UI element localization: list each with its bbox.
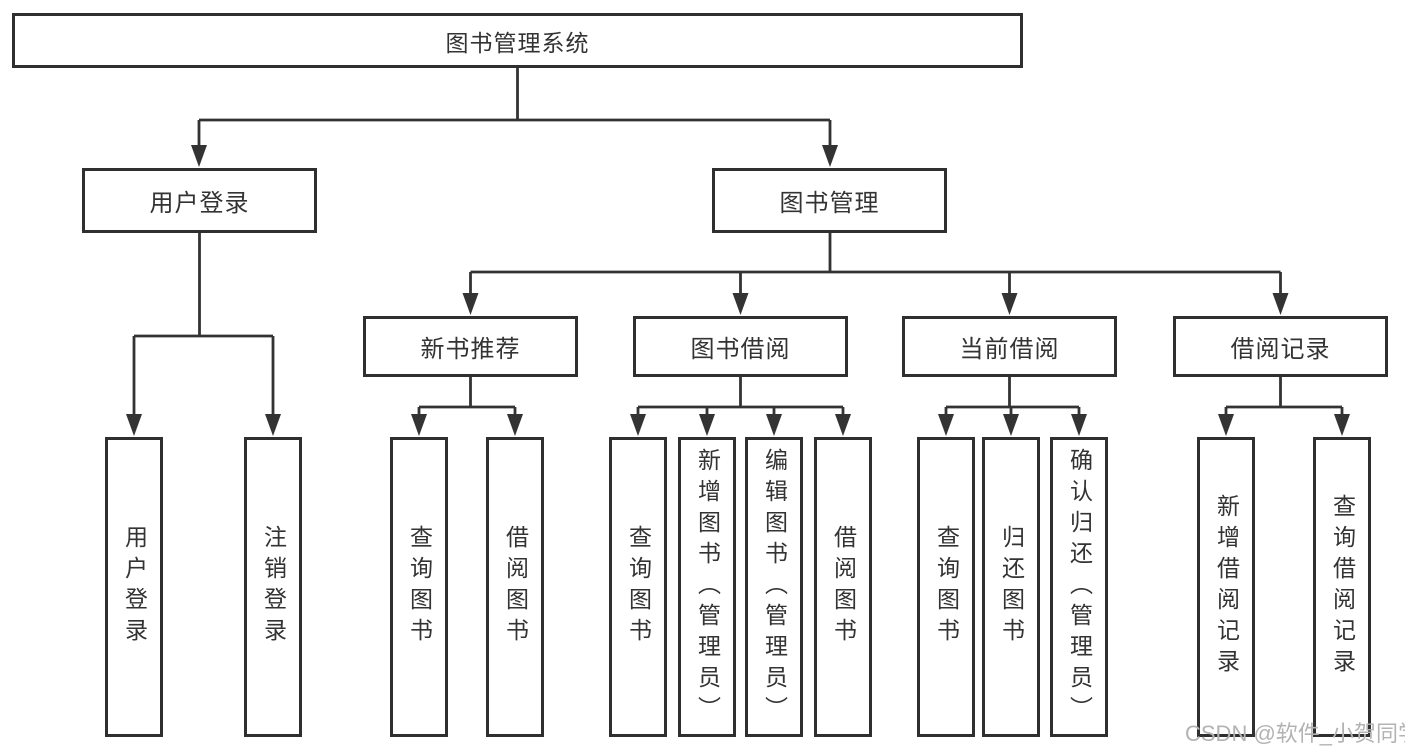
leaf-query-books-current: 查询图书 bbox=[917, 437, 975, 737]
leaf-borrow-books: 借阅图书 bbox=[814, 437, 872, 737]
leaf-query-borrow-record: 查询借阅记录 bbox=[1313, 437, 1371, 737]
leaf-borrow-books-recommend: 借阅图书 bbox=[486, 437, 544, 737]
arrow-head bbox=[1001, 293, 1018, 315]
node-user-login-label: 用户登录 bbox=[149, 190, 250, 217]
node-current-borrow: 当前借阅 bbox=[902, 316, 1117, 377]
connector-line bbox=[944, 377, 1081, 417]
arrow-head bbox=[1334, 414, 1350, 436]
arrow-head bbox=[1218, 414, 1234, 436]
node-book-borrow: 图书借阅 bbox=[633, 316, 848, 377]
leaf-add-borrow-record: 新增借阅记录 bbox=[1197, 437, 1255, 737]
node-user-login: 用户登录 bbox=[82, 168, 317, 233]
fork-root-to-level2 bbox=[191, 68, 838, 167]
arrow-head bbox=[126, 414, 142, 436]
arrow-head bbox=[732, 293, 749, 315]
connector-line bbox=[132, 233, 275, 417]
leaf-return-book-label: 归还图书 bbox=[998, 525, 1025, 649]
arrow-head bbox=[1003, 414, 1019, 436]
fork-borrow-records bbox=[1218, 377, 1350, 436]
leaf-query-books-current-label: 查询图书 bbox=[933, 525, 960, 649]
fork-book-management-to-level3 bbox=[462, 233, 1289, 315]
node-book-management-label: 图书管理 bbox=[779, 190, 880, 217]
leaf-user-login: 用户登录 bbox=[105, 437, 163, 737]
arrow-head bbox=[630, 414, 646, 436]
node-root-label: 图书管理系统 bbox=[445, 29, 590, 56]
leaf-edit-book-admin-label: 编辑图书（管理员） bbox=[761, 447, 788, 727]
leaf-add-book-admin-label: 新增图书（管理员） bbox=[694, 447, 721, 727]
connector-line bbox=[469, 233, 1282, 296]
node-book-borrow-label: 图书借阅 bbox=[690, 336, 791, 363]
node-current-borrow-label: 当前借阅 bbox=[959, 336, 1060, 363]
fork-user-login-to-leaves bbox=[126, 233, 281, 436]
leaf-query-books-borrow-label: 查询图书 bbox=[625, 525, 652, 649]
connector-line bbox=[636, 377, 845, 417]
leaf-return-book: 归还图书 bbox=[982, 437, 1040, 737]
fork-book-borrow bbox=[630, 377, 851, 436]
leaf-query-borrow-record-label: 查询借阅记录 bbox=[1329, 494, 1356, 680]
arrow-head bbox=[265, 414, 281, 436]
leaf-logout-label: 注销登录 bbox=[260, 525, 287, 649]
arrow-head bbox=[822, 145, 838, 167]
node-new-book-recommend: 新书推荐 bbox=[363, 316, 578, 377]
watermark: CSDN @软件_小贺同学 bbox=[1185, 721, 1405, 746]
leaf-query-books-recommend: 查询图书 bbox=[390, 437, 448, 737]
connector-line bbox=[197, 68, 832, 148]
arrow-head bbox=[766, 414, 782, 436]
arrow-head bbox=[191, 145, 207, 167]
fork-new-book-recommend bbox=[411, 377, 523, 436]
node-borrow-records-label: 借阅记录 bbox=[1230, 336, 1331, 363]
connector-line bbox=[417, 377, 517, 417]
arrow-head bbox=[938, 414, 954, 436]
arrow-head bbox=[411, 414, 427, 436]
leaf-add-book-admin: 新增图书（管理员） bbox=[678, 437, 736, 737]
leaf-borrow-books-label: 借阅图书 bbox=[830, 525, 857, 649]
arrow-head bbox=[1272, 293, 1289, 315]
leaf-edit-book-admin: 编辑图书（管理员） bbox=[745, 437, 803, 737]
node-new-book-recommend-label: 新书推荐 bbox=[420, 336, 521, 363]
leaf-query-books-borrow: 查询图书 bbox=[609, 437, 667, 737]
connector-line bbox=[1224, 377, 1344, 417]
leaf-logout: 注销登录 bbox=[244, 437, 302, 737]
node-book-management: 图书管理 bbox=[712, 168, 947, 233]
arrow-head bbox=[1071, 414, 1087, 436]
node-root: 图书管理系统 bbox=[12, 13, 1023, 68]
leaf-user-login-label: 用户登录 bbox=[121, 525, 148, 649]
fork-current-borrow bbox=[938, 377, 1087, 436]
leaf-add-borrow-record-label: 新增借阅记录 bbox=[1213, 494, 1240, 680]
arrow-head bbox=[462, 293, 479, 315]
node-borrow-records: 借阅记录 bbox=[1173, 316, 1388, 377]
leaf-borrow-books-recommend-label: 借阅图书 bbox=[502, 525, 529, 649]
leaf-query-books-recommend-label: 查询图书 bbox=[406, 525, 433, 649]
leaf-confirm-return-admin: 确认归还（管理员） bbox=[1050, 437, 1108, 737]
arrow-head bbox=[835, 414, 851, 436]
arrow-head bbox=[507, 414, 523, 436]
leaf-confirm-return-admin-label: 确认归还（管理员） bbox=[1066, 447, 1093, 727]
arrow-head bbox=[699, 414, 715, 436]
